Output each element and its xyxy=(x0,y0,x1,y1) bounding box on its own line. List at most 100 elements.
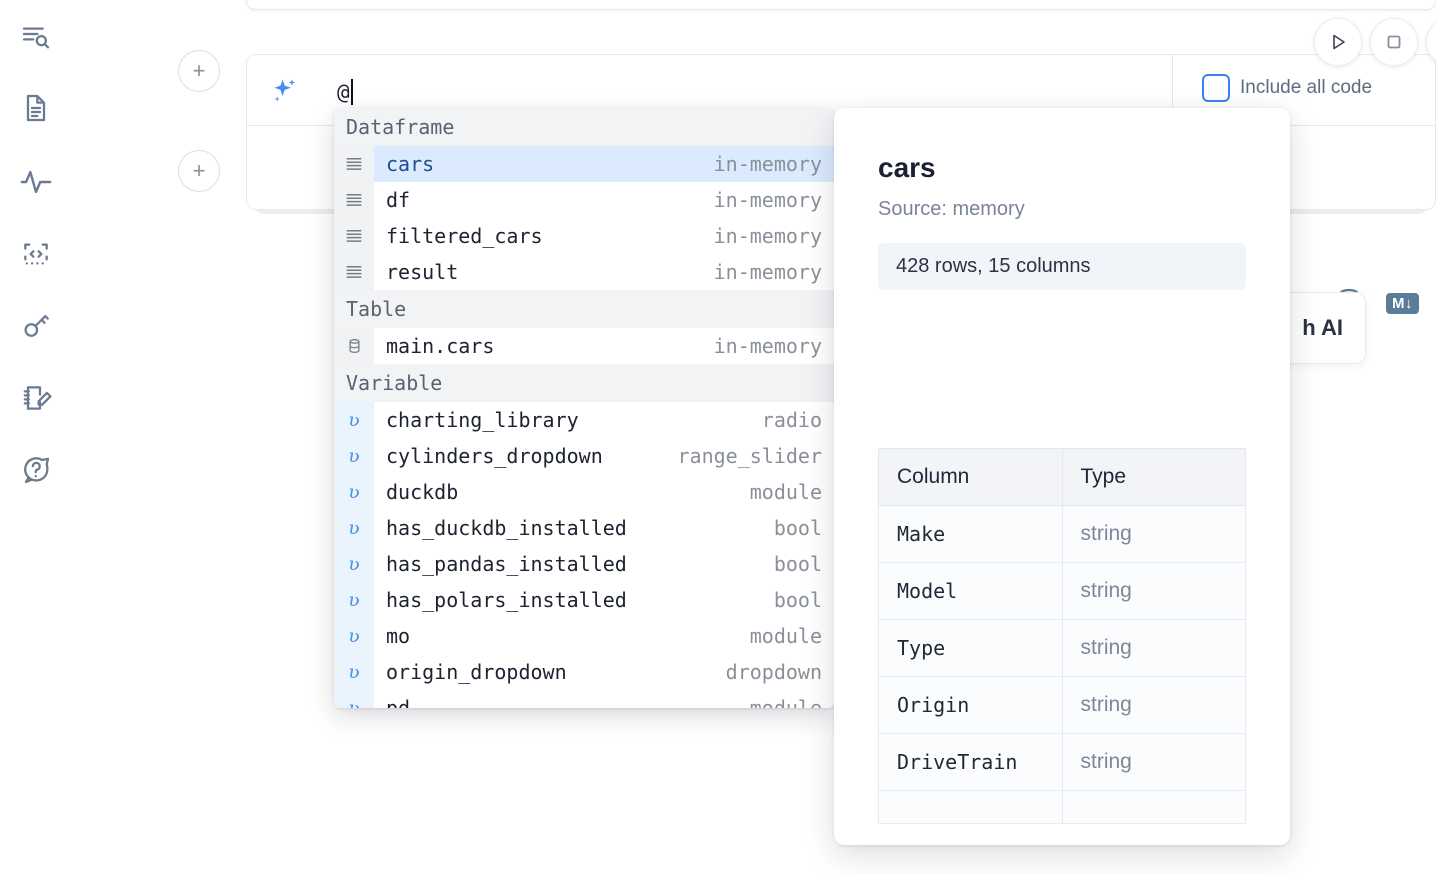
autocomplete-group-header: Variable xyxy=(334,364,834,402)
variable-icon: ʋ xyxy=(334,582,374,618)
autocomplete-item-label: pd xyxy=(386,696,411,708)
autocomplete-item-type: in-memory xyxy=(713,188,822,212)
column-type-cell: string xyxy=(1061,505,1246,563)
variable-icon: ʋ xyxy=(334,438,374,474)
autocomplete-group-header: Dataframe xyxy=(334,108,834,146)
columns-header-cell: Column xyxy=(878,448,1063,506)
autocomplete-item[interactable]: ʋ origin_dropdown dropdown xyxy=(334,654,834,690)
autocomplete-item-label: has_polars_installed xyxy=(386,588,627,612)
markdown-badge[interactable]: M↓ xyxy=(1386,293,1419,314)
autocomplete-item-label: main.cars xyxy=(386,334,495,358)
autocomplete-item[interactable]: ʋ charting_library radio xyxy=(334,402,834,438)
panel-title: cars xyxy=(878,152,936,183)
column-name-cell: Model xyxy=(878,562,1063,620)
include-all-code-checkbox[interactable] xyxy=(1202,74,1230,102)
autocomplete-item-body: origin_dropdown dropdown xyxy=(374,654,834,690)
autocomplete-item-label: mo xyxy=(386,624,411,648)
text-cursor xyxy=(350,79,353,105)
autocomplete-item-label: has_duckdb_installed xyxy=(386,516,627,540)
include-all-code-control[interactable]: Include all code xyxy=(1202,74,1372,102)
variable-icon: ʋ xyxy=(334,618,374,654)
explorer-search-icon[interactable] xyxy=(12,14,60,62)
column-type-cell: string xyxy=(1061,676,1246,734)
column-type-cell xyxy=(1061,790,1246,824)
column-name-cell: DriveTrain xyxy=(878,733,1063,791)
autocomplete-item-body: mo module xyxy=(374,618,834,654)
autocomplete-item[interactable]: cars in-memory xyxy=(334,146,834,182)
ai-prompt-input[interactable]: @ xyxy=(337,75,353,109)
table-row xyxy=(878,790,1246,824)
run-button[interactable] xyxy=(1314,18,1362,66)
add-cell-above-button[interactable]: + xyxy=(178,50,220,92)
activity-icon[interactable] xyxy=(12,158,60,206)
autocomplete-item-type: in-memory xyxy=(713,152,822,176)
column-name-cell: Make xyxy=(878,505,1063,563)
dataframe-icon xyxy=(334,218,374,254)
autocomplete-item-label: cars xyxy=(386,152,435,176)
document-icon[interactable] xyxy=(12,84,60,132)
autocomplete-item[interactable]: main.cars in-memory xyxy=(334,328,834,364)
autocomplete-item-type: in-memory xyxy=(713,260,822,284)
dataframe-icon xyxy=(334,146,374,182)
autocomplete-item[interactable]: ʋ cylinders_dropdown range_slider xyxy=(334,438,834,474)
column-type-cell: string xyxy=(1061,562,1246,620)
ai-prompt-value: @ xyxy=(337,80,350,104)
variable-icon: ʋ xyxy=(334,654,374,690)
stop-button[interactable] xyxy=(1370,18,1418,66)
code-snippet-icon[interactable] xyxy=(12,230,60,278)
column-name-cell: Type xyxy=(878,619,1063,677)
dataframe-icon xyxy=(334,182,374,218)
autocomplete-item-type: bool xyxy=(773,552,822,576)
autocomplete-item-body: has_pandas_installed bool xyxy=(374,546,834,582)
autocomplete-item-type: in-memory xyxy=(713,334,822,358)
dataframe-icon xyxy=(334,254,374,290)
autocomplete-item-type: bool xyxy=(773,516,822,540)
autocomplete-item[interactable]: ʋ has_polars_installed bool xyxy=(334,582,834,618)
sparkle-icon xyxy=(267,75,301,109)
autocomplete-item-body: has_polars_installed bool xyxy=(374,582,834,618)
autocomplete-item-type: bool xyxy=(773,588,822,612)
generate-with-ai-label: h AI xyxy=(1302,315,1343,340)
add-cell-below-button[interactable]: + xyxy=(178,150,220,192)
help-icon[interactable] xyxy=(12,446,60,494)
autocomplete-item-type: dropdown xyxy=(725,660,822,684)
autocomplete-item-type: range_slider xyxy=(677,444,823,468)
scratchpad-icon[interactable] xyxy=(12,374,60,422)
key-icon[interactable] xyxy=(12,302,60,350)
ai-bar-divider xyxy=(1172,54,1173,126)
autocomplete-item-type: radio xyxy=(761,408,822,432)
autocomplete-item-label: has_pandas_installed xyxy=(386,552,627,576)
autocomplete-item-label: cylinders_dropdown xyxy=(386,444,603,468)
previous-cell-card xyxy=(246,0,1436,10)
dataframe-info-panel: cars Source: memory 428 rows, 15 columns… xyxy=(834,108,1290,845)
autocomplete-item-label: charting_library xyxy=(386,408,579,432)
autocomplete-item-type: module xyxy=(749,624,822,648)
autocomplete-item-label: duckdb xyxy=(386,480,459,504)
column-type-cell: string xyxy=(1061,733,1246,791)
column-name-cell xyxy=(878,790,1063,824)
autocomplete-item-label: origin_dropdown xyxy=(386,660,567,684)
autocomplete-item-body: has_duckdb_installed bool xyxy=(374,510,834,546)
variable-icon: ʋ xyxy=(334,510,374,546)
panel-shape-badge: 428 rows, 15 columns xyxy=(878,243,1246,290)
autocomplete-item[interactable]: ʋ has_duckdb_installed bool xyxy=(334,510,834,546)
table-database-icon xyxy=(334,328,374,364)
autocomplete-item-body: cars in-memory xyxy=(374,146,834,182)
variable-icon: ʋ xyxy=(334,402,374,438)
autocomplete-item-body: charting_library radio xyxy=(374,402,834,438)
